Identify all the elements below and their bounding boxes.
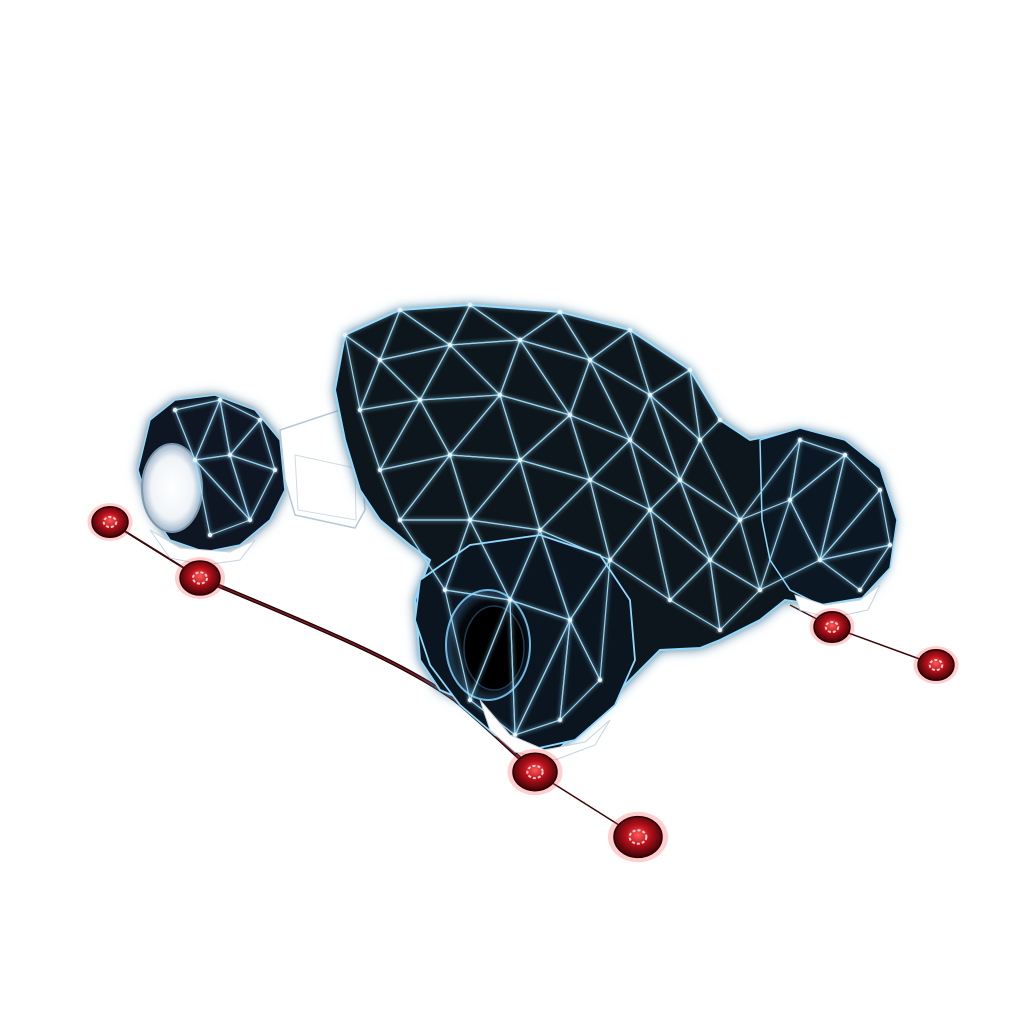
mesh-edge [689, 369, 721, 442]
right-wheel-underside [794, 584, 881, 619]
mesh-node [442, 587, 448, 593]
mesh-node [192, 457, 198, 463]
mesh-node [207, 532, 213, 538]
mesh-node [817, 557, 823, 563]
mesh-node [272, 467, 278, 473]
mesh-node [467, 302, 473, 308]
mesh-node [247, 517, 253, 523]
mesh-node [647, 392, 653, 398]
front-wheel-underside [479, 699, 611, 761]
handle-front-left-outer[interactable] [87, 503, 133, 541]
mesh-node [607, 557, 613, 563]
mesh-node [597, 677, 603, 683]
mesh-node [717, 627, 723, 633]
handle-target-icon [928, 658, 944, 672]
mesh-node [647, 507, 653, 513]
mesh-edge [193, 454, 251, 521]
handle-target-icon [824, 620, 840, 634]
mesh-node [397, 517, 403, 523]
handle-target-icon [192, 571, 208, 585]
mesh-node [512, 732, 518, 738]
mesh-node [377, 467, 383, 473]
handle-rear-left-outer[interactable] [608, 811, 668, 863]
mesh-node [567, 412, 573, 418]
mesh-node [397, 307, 403, 313]
mesh-nodes [172, 302, 893, 738]
mesh-edge [709, 558, 761, 632]
mesh-node [172, 407, 178, 413]
left-wheel-underside [149, 529, 256, 566]
mesh-node [557, 309, 563, 315]
mesh-edge [818, 544, 892, 591]
mesh-node [587, 477, 593, 483]
mesh-node [627, 437, 633, 443]
mesh-node [377, 357, 383, 363]
mesh-node [342, 332, 348, 338]
mesh-node [357, 407, 363, 413]
mesh-edge [559, 617, 601, 722]
mesh-node [467, 517, 473, 523]
mesh-node [587, 357, 593, 363]
mesh-node [687, 367, 693, 373]
mesh-node [717, 417, 723, 423]
mesh-node [757, 587, 763, 593]
mesh-edge [738, 439, 801, 522]
mesh-node [537, 527, 543, 533]
mesh-node [857, 587, 863, 593]
control-handles [87, 503, 959, 863]
handle-rear-right-inner[interactable] [809, 608, 855, 646]
handle-target-icon [628, 829, 648, 845]
mesh-node [842, 452, 848, 458]
mesh-node [227, 452, 233, 458]
mesh-node [797, 437, 803, 443]
mesh-node [667, 597, 673, 603]
leash-left-to-front-highlight [199, 577, 536, 773]
mesh-node [877, 487, 883, 493]
handle-front-left-inner[interactable] [175, 557, 225, 599]
mesh-node [467, 697, 473, 703]
mesh-node [787, 497, 793, 503]
mesh-node [517, 337, 523, 343]
mesh-node [517, 457, 523, 463]
mesh-node [417, 397, 423, 403]
mesh-node [217, 397, 223, 403]
left-rear-wheel-hub [141, 443, 203, 533]
mesh-node [557, 717, 563, 723]
handle-target-icon [526, 764, 544, 780]
mesh-node [627, 327, 633, 333]
mesh-node [447, 342, 453, 348]
mesh-node [507, 597, 513, 603]
handle-rear-right-outer[interactable] [913, 646, 959, 684]
mesh-node [257, 417, 263, 423]
mesh-node [447, 452, 453, 458]
mesh-node [497, 392, 503, 398]
mesh-edge [758, 498, 821, 592]
wireframe-vehicle [137, 302, 898, 761]
handle-rear-left-inner[interactable] [507, 748, 563, 796]
handle-target-icon [102, 515, 118, 529]
mesh-node [677, 477, 683, 483]
mesh-node [707, 557, 713, 563]
mesh-wireframe [174, 304, 892, 737]
mesh-node [887, 542, 893, 548]
mesh-node [567, 617, 573, 623]
mesh-node [697, 437, 703, 443]
mesh-node [737, 517, 743, 523]
